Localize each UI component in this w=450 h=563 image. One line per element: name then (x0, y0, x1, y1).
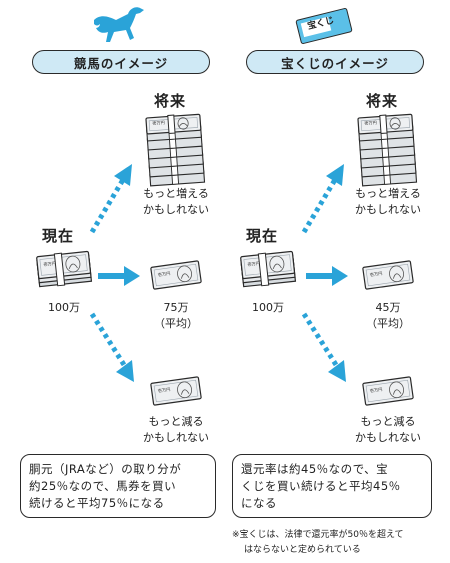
left-summary-line3: 続けると平均75％になる (29, 496, 165, 510)
banknote-icon: 壱万円 (362, 376, 414, 406)
left-header-pill: 競馬のイメージ (32, 50, 210, 74)
right-present-label: 現在 (246, 227, 279, 245)
svg-text:壱万円: 壱万円 (364, 119, 377, 127)
arrow-up-dotted (301, 164, 344, 234)
right-mid-line1: 45万 (375, 301, 401, 314)
right-present-amount: 100万 (252, 301, 284, 314)
arrow-right-solid (98, 266, 140, 286)
left-mid-line2: （平均） (154, 317, 198, 330)
left-header-text: 競馬のイメージ (73, 55, 169, 71)
left-down-line2: かもしれない (143, 431, 209, 444)
svg-text:壱万円: 壱万円 (152, 119, 165, 127)
right-future-label: 将来 (366, 92, 399, 110)
svg-text:壱万円: 壱万円 (43, 260, 56, 268)
left-present-label: 現在 (42, 227, 75, 245)
banknote-icon: 壱万円 (150, 376, 202, 406)
right-up-line1: もっと増える (355, 187, 421, 200)
banknote-icon: 壱万円 (150, 260, 202, 290)
left-up-line1: もっと増える (143, 187, 209, 200)
svg-text:壱万円: 壱万円 (247, 260, 260, 268)
money-bundle-icon: 壱万円 (240, 250, 297, 288)
left-down-line1: もっと減る (148, 415, 204, 428)
horse-icon (94, 7, 144, 42)
money-stack-icon: 壱万円 (357, 113, 418, 187)
left-summary-line2: 約25％なので、馬券を買い (29, 479, 177, 493)
left-present-amount: 100万 (48, 301, 80, 314)
right-down-line1: もっと減る (360, 415, 416, 428)
right-up-line2: かもしれない (355, 203, 421, 216)
lottery-ticket-icon (295, 7, 353, 45)
svg-text:壱万円: 壱万円 (157, 386, 170, 395)
footnote-line1: ※宝くじは、法律で還元率が50％を超えて (232, 530, 404, 540)
banknote-icon: 壱万円 (362, 260, 414, 290)
arrow-up-dotted (89, 164, 132, 234)
left-mid-line1: 75万 (163, 301, 189, 314)
right-header-text: 宝くじのイメージ (281, 55, 389, 71)
left-summary-box: 胴元（JRAなど）の取り分が 約25％なので、馬券を買い 続けると平均75％にな… (20, 454, 216, 518)
right-mid-line2: （平均） (366, 317, 410, 330)
money-bundle-icon: 壱万円 (36, 250, 93, 288)
right-summary-line2: くじを買い続けると平均45％ (241, 479, 401, 493)
left-summary-line1: 胴元（JRAなど）の取り分が (29, 462, 182, 476)
money-stack-icon: 壱万円 (145, 113, 206, 187)
left-future-label: 将来 (154, 92, 187, 110)
right-summary-line1: 還元率は約45％なので、宝 (241, 462, 389, 476)
svg-text:壱万円: 壱万円 (369, 270, 382, 279)
right-summary-line3: になる (241, 496, 277, 510)
svg-text:壱万円: 壱万円 (369, 386, 382, 395)
footnote-line2: はならないと定められている (244, 545, 361, 555)
right-header-pill: 宝くじのイメージ (246, 50, 424, 74)
right-summary-box: 還元率は約45％なので、宝 くじを買い続けると平均45％ になる (232, 454, 432, 518)
arrow-right-solid (306, 266, 348, 286)
right-down-line2: かもしれない (355, 431, 421, 444)
arrow-down-dotted (89, 312, 134, 382)
svg-text:壱万円: 壱万円 (157, 270, 170, 279)
left-up-line2: かもしれない (143, 203, 209, 216)
arrow-down-dotted (301, 312, 346, 382)
